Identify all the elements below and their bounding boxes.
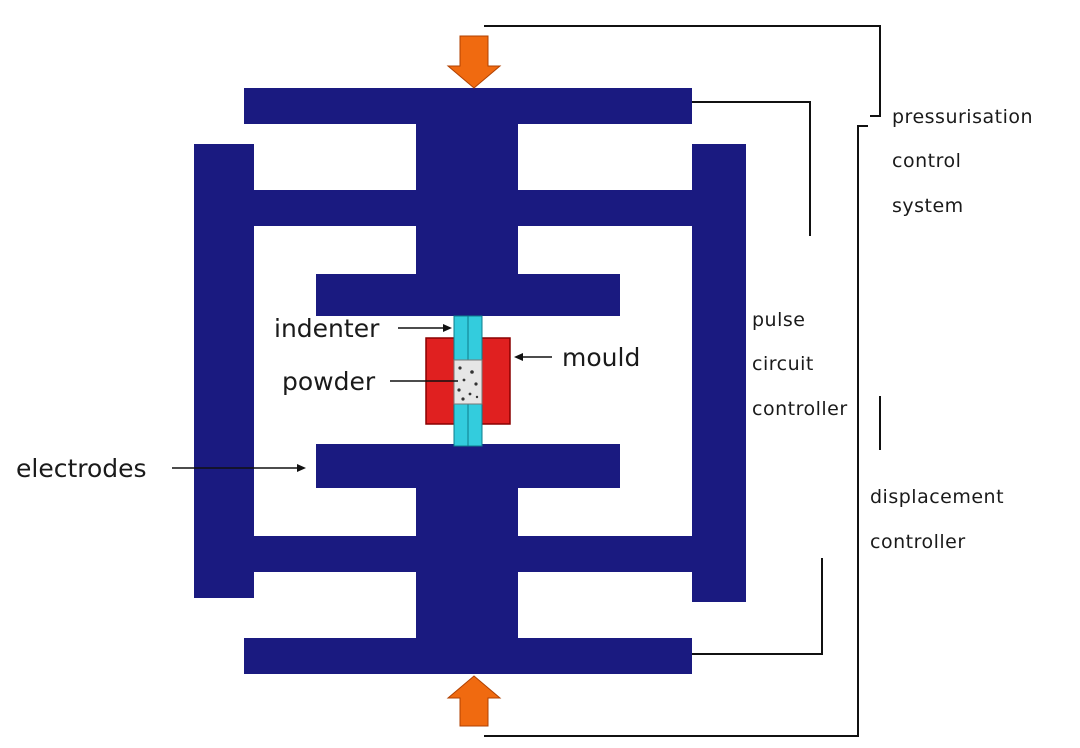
label-pulse-line1: pulse bbox=[752, 309, 806, 331]
press-frame bbox=[194, 88, 746, 674]
label-pressurisation-line1: pressurisation bbox=[892, 106, 1034, 128]
label-powder: powder bbox=[282, 367, 376, 396]
label-electrodes: electrodes bbox=[16, 454, 147, 483]
label-displacement-line1: displacement bbox=[870, 486, 1005, 508]
label-pressurisation-line2: control bbox=[892, 150, 962, 172]
controller-wiring bbox=[484, 25, 881, 737]
indenter-column bbox=[453, 315, 483, 447]
left-pillar bbox=[194, 144, 254, 598]
lower-electrode bbox=[316, 444, 620, 488]
label-pressurisation-line3: system bbox=[892, 195, 964, 217]
label-pulse-line3: controller bbox=[752, 398, 848, 420]
label-mould: mould bbox=[562, 343, 641, 372]
label-indenter: indenter bbox=[274, 314, 380, 343]
right-pillar bbox=[692, 144, 746, 602]
powder-sample bbox=[453, 359, 483, 405]
pressure-arrow-up-icon bbox=[446, 675, 502, 727]
top-platen bbox=[244, 88, 692, 124]
leader-arrows bbox=[172, 324, 552, 472]
label-pulse-line2: circuit bbox=[752, 353, 814, 375]
label-displacement-line2: controller bbox=[870, 531, 966, 553]
lower-crossbar bbox=[196, 536, 744, 572]
upper-electrode bbox=[316, 274, 620, 316]
upper-crossbar bbox=[196, 190, 744, 226]
pressure-arrow-down-icon bbox=[446, 35, 502, 89]
bottom-platen bbox=[244, 638, 692, 674]
